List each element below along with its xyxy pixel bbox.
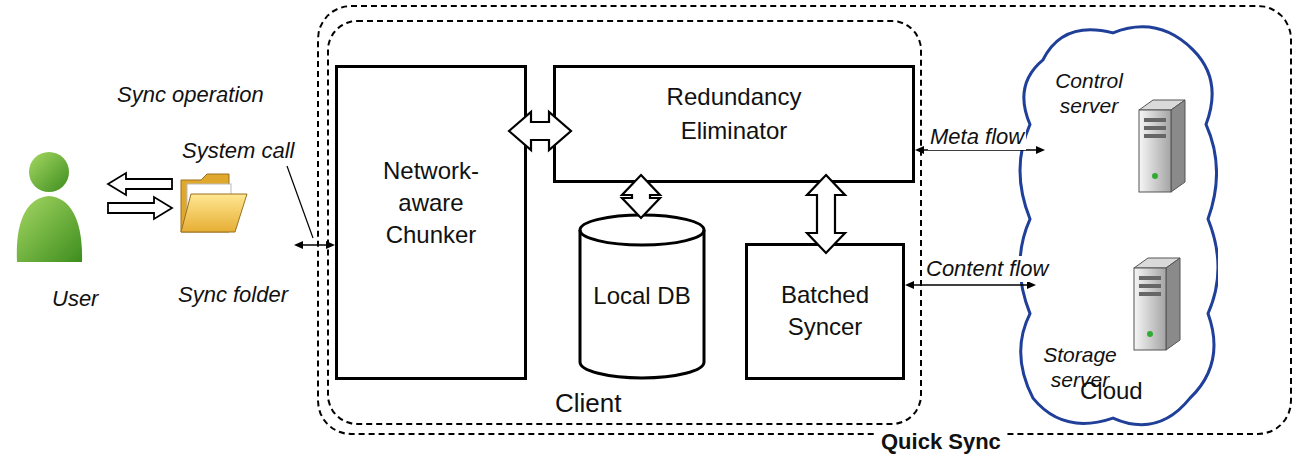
client-boundary: Client Network- aware Chunker Redundancy E… [327,20,922,425]
process-box: Batched Syncer [745,243,905,380]
database-cylinder: Local DB [577,212,707,380]
user-node: User [12,150,108,315]
block-arrow [807,175,845,253]
node-text: Sync folder [172,282,294,308]
edge-label: Meta flow [928,124,1026,150]
node-text: Quick Sync [877,429,1005,455]
node-text: User [52,286,98,312]
edge-label: Content flow [924,256,1050,282]
cloud-shape: CloudControl serverStorage server [1018,15,1218,433]
process-box: Redundancy Eliminator [553,65,915,183]
node-text: Batched Syncer [755,279,895,343]
node-text: Local DB [577,282,707,310]
block-arrow [108,173,172,195]
node-text: Network- aware Chunker [361,155,501,251]
process-box: Network- aware Chunker [335,65,527,380]
node-text: Control server [1045,68,1133,118]
flow-arrow [905,281,1036,289]
edge-label: System call [180,138,296,164]
node-text: Client [555,388,621,418]
folder-node: Sync folder [172,162,294,310]
system-boundary: Quick SyncClientNetwork- aware ChunkerRe… [317,5,1292,435]
leader-line [287,166,313,238]
block-arrow [509,112,571,150]
server-node: Control server [1045,68,1195,196]
block-arrow [108,197,172,219]
node-text: Storage server [1036,342,1124,392]
node-text: Redundancy Eliminator [654,80,814,148]
server-node: Storage server [1036,250,1186,400]
edge-label: Sync operation [115,82,266,108]
